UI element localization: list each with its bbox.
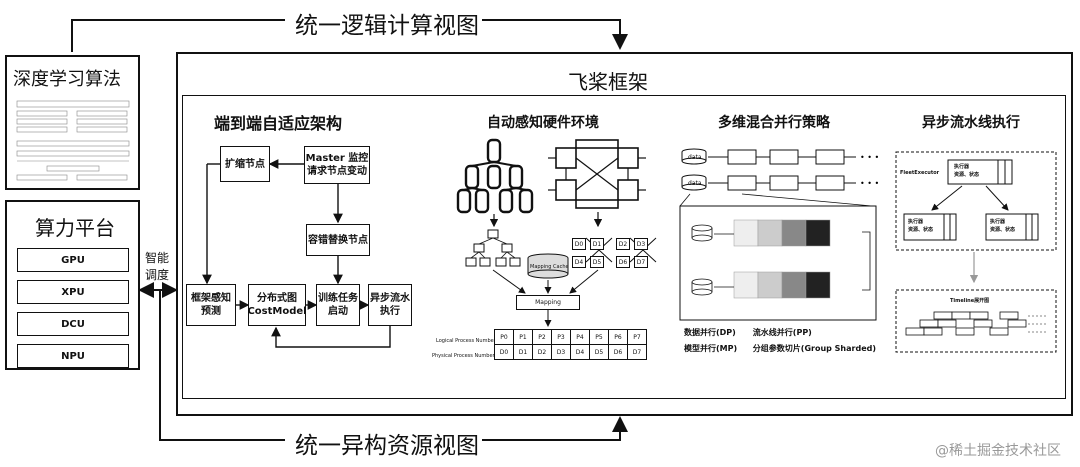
physical-process-label: Physical Process Number <box>432 353 495 359</box>
physical-d7: D7 <box>627 344 647 360</box>
hw-dcu: DCU <box>17 312 129 336</box>
executor-main: 执行器 资源、状态 <box>954 164 980 178</box>
legend-sharded: 分组参数切片(Group Sharded) <box>752 344 877 353</box>
device-d1: D1 <box>590 238 604 250</box>
device-d4: D4 <box>572 256 586 268</box>
device-d6: D6 <box>616 256 630 268</box>
legend-mp: 模型并行(MP) <box>684 344 738 353</box>
section-pipeline-title: 异步流水线执行 <box>922 115 1020 131</box>
section-hardware-title: 自动感知硬件环境 <box>487 115 599 131</box>
fault-replace-node: 容错替换节点 <box>306 224 370 256</box>
device-d2: D2 <box>616 238 630 250</box>
scheduler-label: 智能 调度 <box>145 251 170 282</box>
framework-title: 飞桨框架 <box>568 70 648 94</box>
section-parallel-title: 多维混合并行策略 <box>718 115 830 131</box>
scale-node: 扩缩节点 <box>220 146 270 182</box>
compute-platform-panel: 算力平台 GPU XPU DCU NPU <box>5 200 140 370</box>
executor-right: 执行器 资源、状态 <box>990 219 1016 233</box>
device-d0: D0 <box>572 238 586 250</box>
async-exec-node: 异步流水 执行 <box>368 284 412 326</box>
dl-algorithm-title: 深度学习算法 <box>13 69 121 90</box>
aware-predict-node: 框架感知 预测 <box>186 284 236 326</box>
watermark: @稀土掘金技术社区 <box>935 443 1061 459</box>
device-d5: D5 <box>590 256 604 268</box>
physical-d0: D0 <box>494 344 514 360</box>
cost-model-node: 分布式图 CostModel <box>247 284 307 326</box>
legend-dp: 数据并行(DP) <box>684 328 736 337</box>
device-d7: D7 <box>634 256 648 268</box>
hw-gpu: GPU <box>17 248 129 272</box>
svg-text:• • •: • • • <box>860 179 879 188</box>
timeline-label: Timeline展开图 <box>950 298 990 304</box>
hw-npu: NPU <box>17 344 129 368</box>
compute-platform-title: 算力平台 <box>35 216 115 240</box>
physical-d6: D6 <box>608 344 628 360</box>
parallel-legend: 数据并行(DP) 流水线并行(PP) 模型并行(MP) 分组参数切片(Group… <box>684 325 884 357</box>
logical-process-label: Logical Process Number <box>436 338 496 344</box>
master-node: Master 监控 请求节点变动 <box>304 146 370 184</box>
dl-algorithm-sketch <box>16 100 130 181</box>
data-label-1: data <box>688 154 702 161</box>
fleet-executor-label: FleetExecutor <box>900 170 940 176</box>
train-launch-node: 训练任务 启动 <box>316 284 360 326</box>
section-adaptive-title: 端到端自适应架构 <box>214 114 343 133</box>
mapping-node: Mapping <box>516 295 580 310</box>
legend-pp: 流水线并行(PP) <box>752 328 812 337</box>
device-d3: D3 <box>634 238 648 250</box>
bottom-view-label: 统一异构资源视图 <box>295 433 479 459</box>
hw-xpu: XPU <box>17 280 129 304</box>
dl-algorithm-panel: 深度学习算法 <box>5 55 140 190</box>
mapping-cache-label: Mapping Cache <box>530 264 569 270</box>
data-label-2: data <box>688 180 702 187</box>
top-view-label: 统一逻辑计算视图 <box>295 13 479 39</box>
executor-left: 执行器 资源、状态 <box>908 219 934 233</box>
svg-text:• • •: • • • <box>860 153 879 162</box>
